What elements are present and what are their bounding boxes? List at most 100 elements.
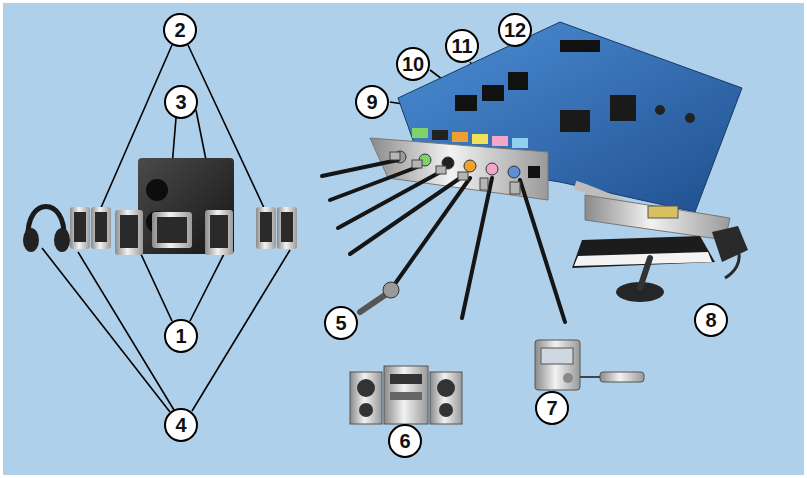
ear-cup bbox=[23, 228, 39, 252]
game-cable bbox=[725, 250, 739, 278]
mic-handle bbox=[360, 293, 388, 312]
player-screen bbox=[541, 348, 573, 364]
pin-header bbox=[560, 40, 600, 52]
jack-socket bbox=[455, 95, 477, 111]
callout-number: 9 bbox=[354, 84, 390, 120]
jack-socket bbox=[508, 72, 528, 90]
chip bbox=[560, 110, 590, 132]
callout-circle: 2 bbox=[162, 12, 198, 48]
speaker bbox=[70, 207, 90, 249]
speaker bbox=[91, 207, 111, 249]
jack bbox=[486, 163, 498, 175]
callout-number: 10 bbox=[395, 46, 431, 82]
jack-socket bbox=[482, 85, 504, 101]
leader-line bbox=[190, 252, 225, 321]
leader-line bbox=[140, 252, 172, 321]
player-button bbox=[563, 373, 573, 383]
center-speaker bbox=[152, 212, 192, 248]
ear-cup bbox=[54, 228, 70, 252]
leader-line bbox=[192, 250, 290, 411]
game-port bbox=[648, 206, 678, 218]
stereo-unit bbox=[384, 366, 428, 424]
usb-stick bbox=[600, 372, 644, 382]
plug bbox=[436, 166, 446, 174]
callout-number: 1 bbox=[163, 318, 199, 354]
callout-circle: 8 bbox=[693, 302, 729, 338]
chip bbox=[610, 95, 636, 121]
plug bbox=[412, 160, 422, 168]
microphone bbox=[360, 282, 399, 312]
speaker bbox=[115, 210, 143, 255]
plug bbox=[458, 172, 468, 180]
plug bbox=[480, 178, 488, 190]
plug bbox=[390, 152, 400, 160]
speaker-grille bbox=[157, 217, 187, 243]
cable bbox=[330, 166, 420, 200]
callout-circle: 1 bbox=[163, 318, 199, 354]
callout-circle: 12 bbox=[497, 12, 533, 48]
callout-number: 6 bbox=[387, 423, 423, 459]
callout-circle: 7 bbox=[534, 390, 570, 426]
stereo-speaker bbox=[430, 372, 462, 424]
speaker bbox=[256, 207, 276, 249]
speaker-grille bbox=[281, 212, 293, 242]
callout-number: 4 bbox=[163, 407, 199, 443]
mp3-player bbox=[535, 340, 644, 390]
leader-line bbox=[42, 248, 170, 412]
keyboard bbox=[572, 236, 715, 268]
keys bbox=[574, 252, 712, 266]
cable bbox=[462, 178, 492, 318]
joystick-stick bbox=[640, 258, 650, 288]
mic-head bbox=[383, 282, 399, 298]
callout-number: 8 bbox=[693, 302, 729, 338]
speaker bbox=[205, 210, 233, 255]
stereo-system bbox=[350, 366, 462, 424]
capacitor bbox=[685, 113, 695, 123]
speakers bbox=[70, 207, 297, 255]
callout-circle: 10 bbox=[395, 46, 431, 82]
callout-number: 11 bbox=[444, 28, 480, 64]
speaker-grille bbox=[260, 212, 272, 242]
jack bbox=[508, 166, 520, 178]
callout-circle: 5 bbox=[323, 305, 359, 341]
color-tab bbox=[432, 130, 448, 140]
callout-circle: 9 bbox=[354, 84, 390, 120]
display bbox=[390, 374, 422, 384]
capacitor bbox=[655, 105, 665, 115]
woofer bbox=[359, 403, 373, 417]
callout-circle: 11 bbox=[444, 28, 480, 64]
midi-game-devices bbox=[572, 226, 748, 302]
jack bbox=[464, 160, 476, 172]
callout-circle: 4 bbox=[163, 407, 199, 443]
callout-number: 3 bbox=[163, 84, 199, 120]
speaker-grille bbox=[120, 215, 138, 248]
speaker bbox=[277, 207, 297, 249]
stereo-speaker bbox=[350, 372, 382, 424]
callout-circle: 3 bbox=[163, 84, 199, 120]
cable bbox=[520, 180, 565, 322]
color-tab bbox=[492, 136, 508, 146]
player-cable bbox=[580, 376, 600, 378]
tape-deck bbox=[390, 392, 422, 400]
background bbox=[3, 3, 804, 475]
woofer bbox=[357, 379, 375, 397]
cable bbox=[350, 174, 466, 254]
woofer bbox=[437, 379, 455, 397]
color-tab bbox=[412, 128, 428, 138]
sound-card bbox=[370, 22, 742, 240]
color-tab bbox=[512, 138, 528, 148]
callout-number: 7 bbox=[534, 390, 570, 426]
optical-port bbox=[528, 166, 540, 178]
subwoofer bbox=[138, 158, 234, 254]
callout-circle: 6 bbox=[387, 423, 423, 459]
player-body bbox=[535, 340, 580, 390]
plug bbox=[510, 182, 520, 194]
callout-number: 5 bbox=[323, 305, 359, 341]
speaker-grille bbox=[210, 215, 228, 248]
callout-number: 2 bbox=[162, 12, 198, 48]
speaker-grille bbox=[95, 212, 107, 242]
